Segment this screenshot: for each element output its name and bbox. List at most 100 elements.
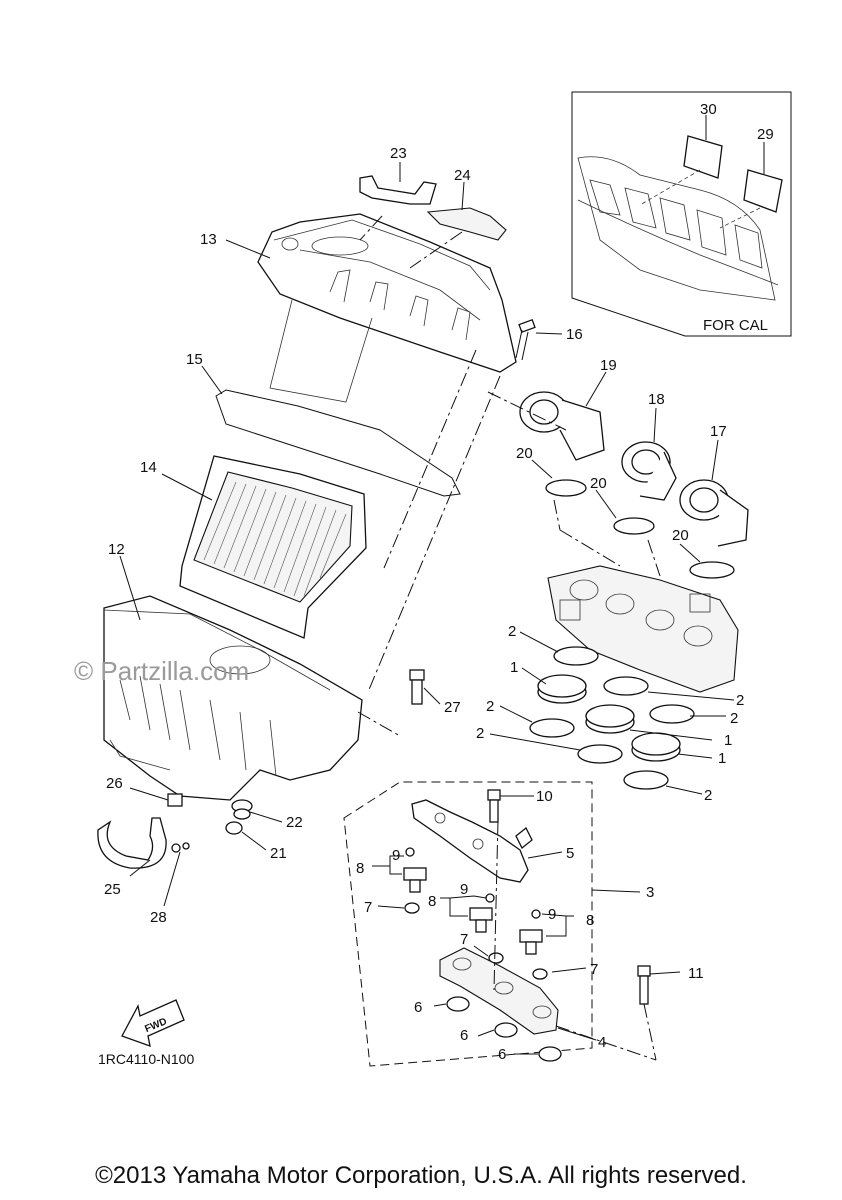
callout-26: 26	[106, 775, 123, 792]
watermark: © Partzilla.com	[74, 656, 249, 686]
part-24-pad	[426, 207, 507, 241]
part-1-joint-c	[631, 732, 681, 762]
callout-14: 14	[140, 459, 157, 476]
callout-15: 15	[186, 351, 203, 368]
part-4-delivery-pipe	[439, 947, 559, 1035]
part-21-plug	[225, 821, 243, 835]
part-30-label-sticker	[683, 135, 723, 179]
copyright-notice: ©2013 Yamaha Motor Corporation, U.S.A. A…	[95, 1162, 747, 1189]
part-20-clamp-a	[545, 479, 587, 497]
part-2-clamp-d	[529, 718, 575, 738]
callout-labels: 23 24 13 16 15 19 18 17 20 14 20 20 12 2…	[104, 145, 744, 1063]
callout-18: 18	[648, 391, 665, 408]
part-19-joint	[519, 391, 605, 461]
callout-29: 29	[757, 126, 774, 143]
callout-20-a: 20	[516, 445, 533, 462]
callout-19: 19	[600, 357, 617, 374]
callout-8-c: 8	[586, 912, 594, 929]
part-2-clamp-c	[649, 704, 695, 724]
part-20-clamp-b	[613, 517, 655, 535]
part-25-hose	[97, 817, 167, 869]
part-26-plug	[167, 793, 183, 807]
part-6-gasket-a	[446, 996, 470, 1012]
part-17-joint	[679, 479, 749, 547]
part-7-seal-c	[532, 968, 548, 980]
part-3-assembly-outline	[343, 781, 593, 1067]
callout-16: 16	[566, 326, 583, 343]
callout-9-a: 9	[392, 847, 400, 864]
part-9-oring-c	[531, 909, 541, 919]
part-29-label-sticker	[743, 169, 783, 213]
assembly-guide-lines	[357, 215, 661, 1061]
callout-4: 4	[598, 1034, 606, 1051]
diagram-code: 1RC4110-N100	[98, 1051, 194, 1067]
callout-20-c: 20	[672, 527, 689, 544]
part-2-clamp-a	[553, 646, 599, 666]
callout-23: 23	[390, 145, 407, 162]
callout-10: 10	[536, 788, 553, 805]
callout-1-a: 1	[510, 659, 518, 676]
callout-11: 11	[688, 965, 704, 982]
callout-1-b: 1	[724, 732, 732, 749]
callout-8-b: 8	[428, 893, 436, 910]
callout-3: 3	[646, 884, 654, 901]
inset-frame	[571, 91, 792, 337]
callout-6-b: 6	[460, 1027, 468, 1044]
part-9-oring-b	[485, 893, 495, 903]
callout-6-c: 6	[498, 1046, 506, 1063]
callout-2-a: 2	[508, 623, 516, 640]
callout-7-a: 7	[364, 899, 372, 916]
part-2-clamp-b	[603, 676, 649, 696]
callout-13: 13	[200, 231, 217, 248]
part-11-bolt	[637, 965, 651, 1005]
callout-12: 12	[108, 541, 125, 558]
part-6-gasket-b	[494, 1022, 518, 1038]
part-22-grommet	[231, 799, 253, 820]
part-6-gasket-c	[538, 1046, 562, 1062]
part-28-clip	[171, 842, 190, 853]
inset-for-cal: 30 29 FOR CAL	[571, 91, 792, 337]
throttle-body-assembly	[547, 565, 739, 693]
callout-7-c: 7	[590, 961, 598, 978]
part-16-screw	[515, 319, 536, 361]
callout-28: 28	[150, 909, 167, 926]
callout-9-c: 9	[548, 906, 556, 923]
callout-22: 22	[286, 814, 303, 831]
callout-2-e: 2	[476, 725, 484, 742]
part-9-oring-a	[405, 847, 415, 857]
callout-27: 27	[444, 699, 461, 716]
callout-25: 25	[104, 881, 121, 898]
part-1-joint-b	[585, 704, 635, 734]
callout-2-c: 2	[486, 698, 494, 715]
part-18-joint	[621, 441, 677, 501]
callout-2-d: 2	[730, 710, 738, 727]
part-14-air-filter	[179, 455, 367, 639]
callout-7-b: 7	[460, 931, 468, 948]
part-10-bolt	[487, 789, 501, 823]
part-8-injector-c	[519, 929, 543, 955]
callout-9-b: 9	[460, 881, 468, 898]
leader-lines	[119, 162, 735, 1055]
part-20-clamp-c	[689, 561, 735, 579]
part-2-clamp-f	[623, 770, 669, 790]
callout-8-a: 8	[356, 860, 364, 877]
part-2-clamp-e	[577, 744, 623, 764]
part-7-seal-a	[404, 902, 420, 914]
callout-5: 5	[566, 845, 574, 862]
callout-20-b: 20	[590, 475, 607, 492]
part-27-bolt	[409, 669, 425, 705]
part-13-airbox-cover	[257, 213, 517, 373]
callout-1-c: 1	[718, 750, 726, 767]
inset-airbox-sketch	[577, 156, 779, 301]
part-23-bracket	[359, 175, 437, 205]
callout-6-a: 6	[414, 999, 422, 1016]
part-8-injector-a	[403, 867, 427, 893]
callout-21: 21	[270, 845, 287, 862]
part-12-airbox-case	[103, 595, 363, 801]
part-15-gasket	[215, 389, 461, 497]
callout-24: 24	[454, 167, 471, 184]
part-1-joint-a	[537, 674, 587, 704]
callout-30: 30	[700, 101, 717, 118]
part-8-injector-b	[469, 907, 493, 933]
fwd-arrow: FWD	[121, 999, 185, 1047]
